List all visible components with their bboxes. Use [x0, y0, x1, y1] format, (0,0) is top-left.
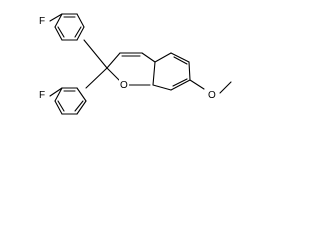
upper-fluorophenyl-ring: [49, 13, 85, 41]
aryl-to-c2-bonds: [83, 39, 108, 89]
chemical-structure-diagram: F F O O: [38, 13, 232, 115]
benzo-ring: [152, 52, 191, 91]
lower-fluorophenyl-ring: [49, 87, 87, 115]
ring-oxygen-label: O: [120, 80, 128, 91]
fluorine-label-top: F: [39, 16, 45, 27]
methoxy-group: [189, 79, 232, 94]
atom-labels: F F O O: [38, 14, 217, 101]
methoxy-oxygen-label: O: [208, 90, 216, 101]
pyran-ring: [106, 52, 156, 86]
fluorine-label-bottom: F: [39, 90, 45, 101]
